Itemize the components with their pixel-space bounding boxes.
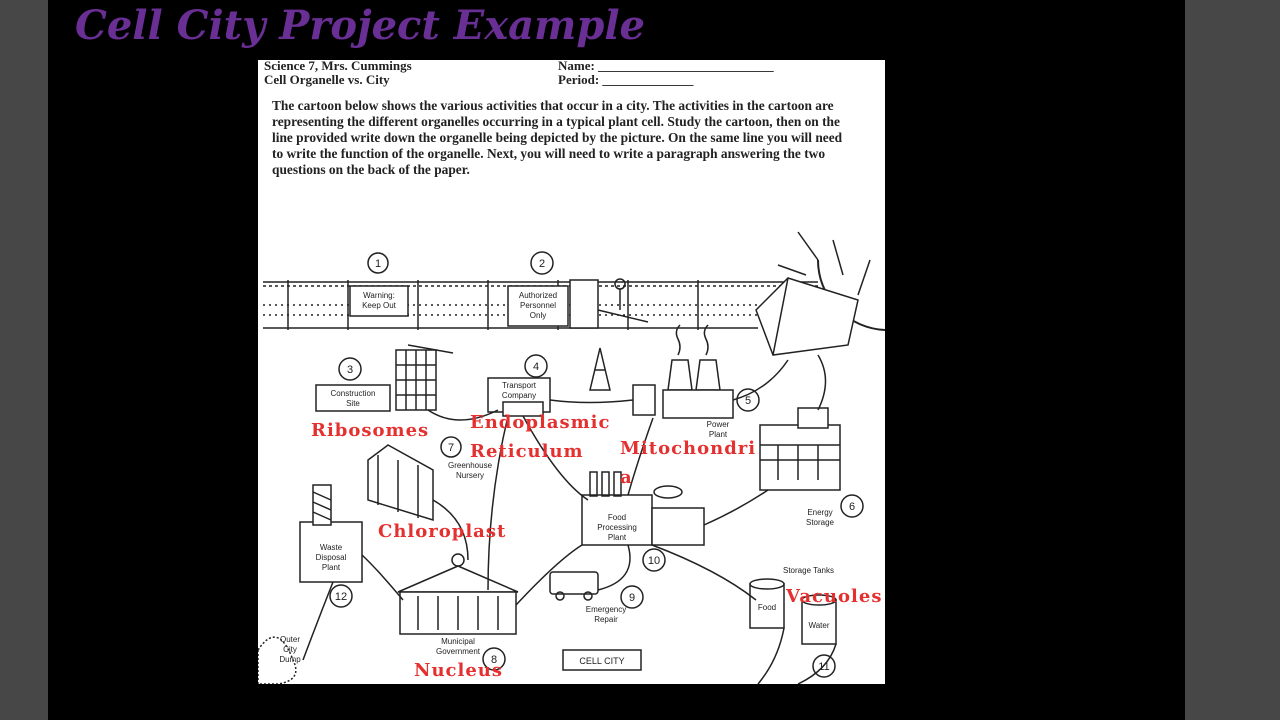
- svg-text:Personnel: Personnel: [520, 301, 556, 310]
- svg-text:7: 7: [448, 442, 454, 454]
- svg-text:Disposal: Disposal: [316, 553, 347, 562]
- svg-text:5: 5: [745, 395, 751, 407]
- svg-text:Company: Company: [502, 391, 536, 400]
- food-plant-text: Food: [608, 513, 626, 522]
- warning-sign-text: Warning:: [363, 291, 395, 300]
- svg-text:11: 11: [818, 661, 829, 673]
- svg-text:10: 10: [648, 555, 660, 567]
- class-line: Science 7, Mrs. Cummings: [264, 60, 412, 73]
- svg-text:Plant: Plant: [709, 430, 728, 439]
- annotation-mito-line2: a: [620, 467, 633, 488]
- energy-storage-text: Energy: [807, 508, 832, 517]
- worksheet-image: Science 7, Mrs. Cummings Cell Organelle …: [258, 60, 885, 684]
- annotation-chloroplast: Chloroplast: [378, 521, 507, 542]
- annotation-er-line2: Reticulum: [470, 441, 584, 462]
- svg-text:Plant: Plant: [322, 563, 341, 572]
- svg-text:9: 9: [629, 592, 635, 604]
- annotation-mito-line1: Mitochondri: [620, 438, 757, 459]
- svg-text:6: 6: [849, 501, 855, 513]
- right-frame: [1185, 0, 1280, 720]
- storage-tanks-text: Storage Tanks: [783, 566, 834, 575]
- left-frame: [0, 0, 48, 720]
- waste-plant-text: Waste: [320, 543, 343, 552]
- cell-city-cartoon: Warning: Keep Out Authorized Personnel O…: [258, 231, 885, 684]
- svg-text:City: City: [283, 645, 297, 654]
- power-plant-text: Power: [707, 420, 730, 429]
- svg-text:2: 2: [539, 258, 545, 270]
- emergency-repair-text: Emergency: [586, 605, 626, 614]
- svg-text:Repair: Repair: [594, 615, 618, 624]
- svg-text:3: 3: [347, 364, 353, 376]
- food-tank-text: Food: [758, 603, 776, 612]
- instructions-paragraph: The cartoon below shows the various acti…: [272, 98, 843, 177]
- svg-text:8: 8: [491, 654, 497, 666]
- svg-text:4: 4: [533, 361, 539, 373]
- annotation-vacuoles: Vacuoles: [786, 586, 883, 607]
- cell-city-sign-text: CELL CITY: [579, 656, 624, 666]
- transport-sign-text: Transport: [502, 381, 537, 390]
- greenhouse-text: Greenhouse: [448, 461, 493, 470]
- name-field: Name: ___________________________: [558, 60, 774, 73]
- svg-text:Nursery: Nursery: [456, 471, 484, 480]
- construction-sign-text: Construction: [331, 389, 376, 398]
- svg-text:Storage: Storage: [806, 518, 835, 527]
- period-field: Period: ______________: [558, 72, 694, 87]
- annotation-ribosomes: Ribosomes: [311, 420, 430, 441]
- annotation-nucleus: Nucleus: [414, 660, 504, 681]
- slide-title: Cell City Project Example: [75, 2, 645, 49]
- svg-text:Site: Site: [346, 399, 360, 408]
- svg-text:Processing: Processing: [597, 523, 637, 532]
- svg-text:Plant: Plant: [608, 533, 627, 542]
- subject-line: Cell Organelle vs. City: [264, 72, 390, 87]
- svg-text:Keep Out: Keep Out: [362, 301, 397, 310]
- svg-text:1: 1: [375, 258, 381, 270]
- svg-text:Only: Only: [530, 311, 546, 320]
- svg-text:Dump: Dump: [279, 655, 301, 664]
- water-tank-text: Water: [808, 621, 829, 630]
- authorized-sign-text: Authorized: [519, 291, 557, 300]
- svg-text:12: 12: [335, 591, 347, 603]
- annotation-er-line1: Endoplasmic: [470, 412, 611, 433]
- svg-text:Government: Government: [436, 647, 481, 656]
- municipal-text: Municipal: [441, 637, 475, 646]
- dump-text: Outer: [280, 635, 300, 644]
